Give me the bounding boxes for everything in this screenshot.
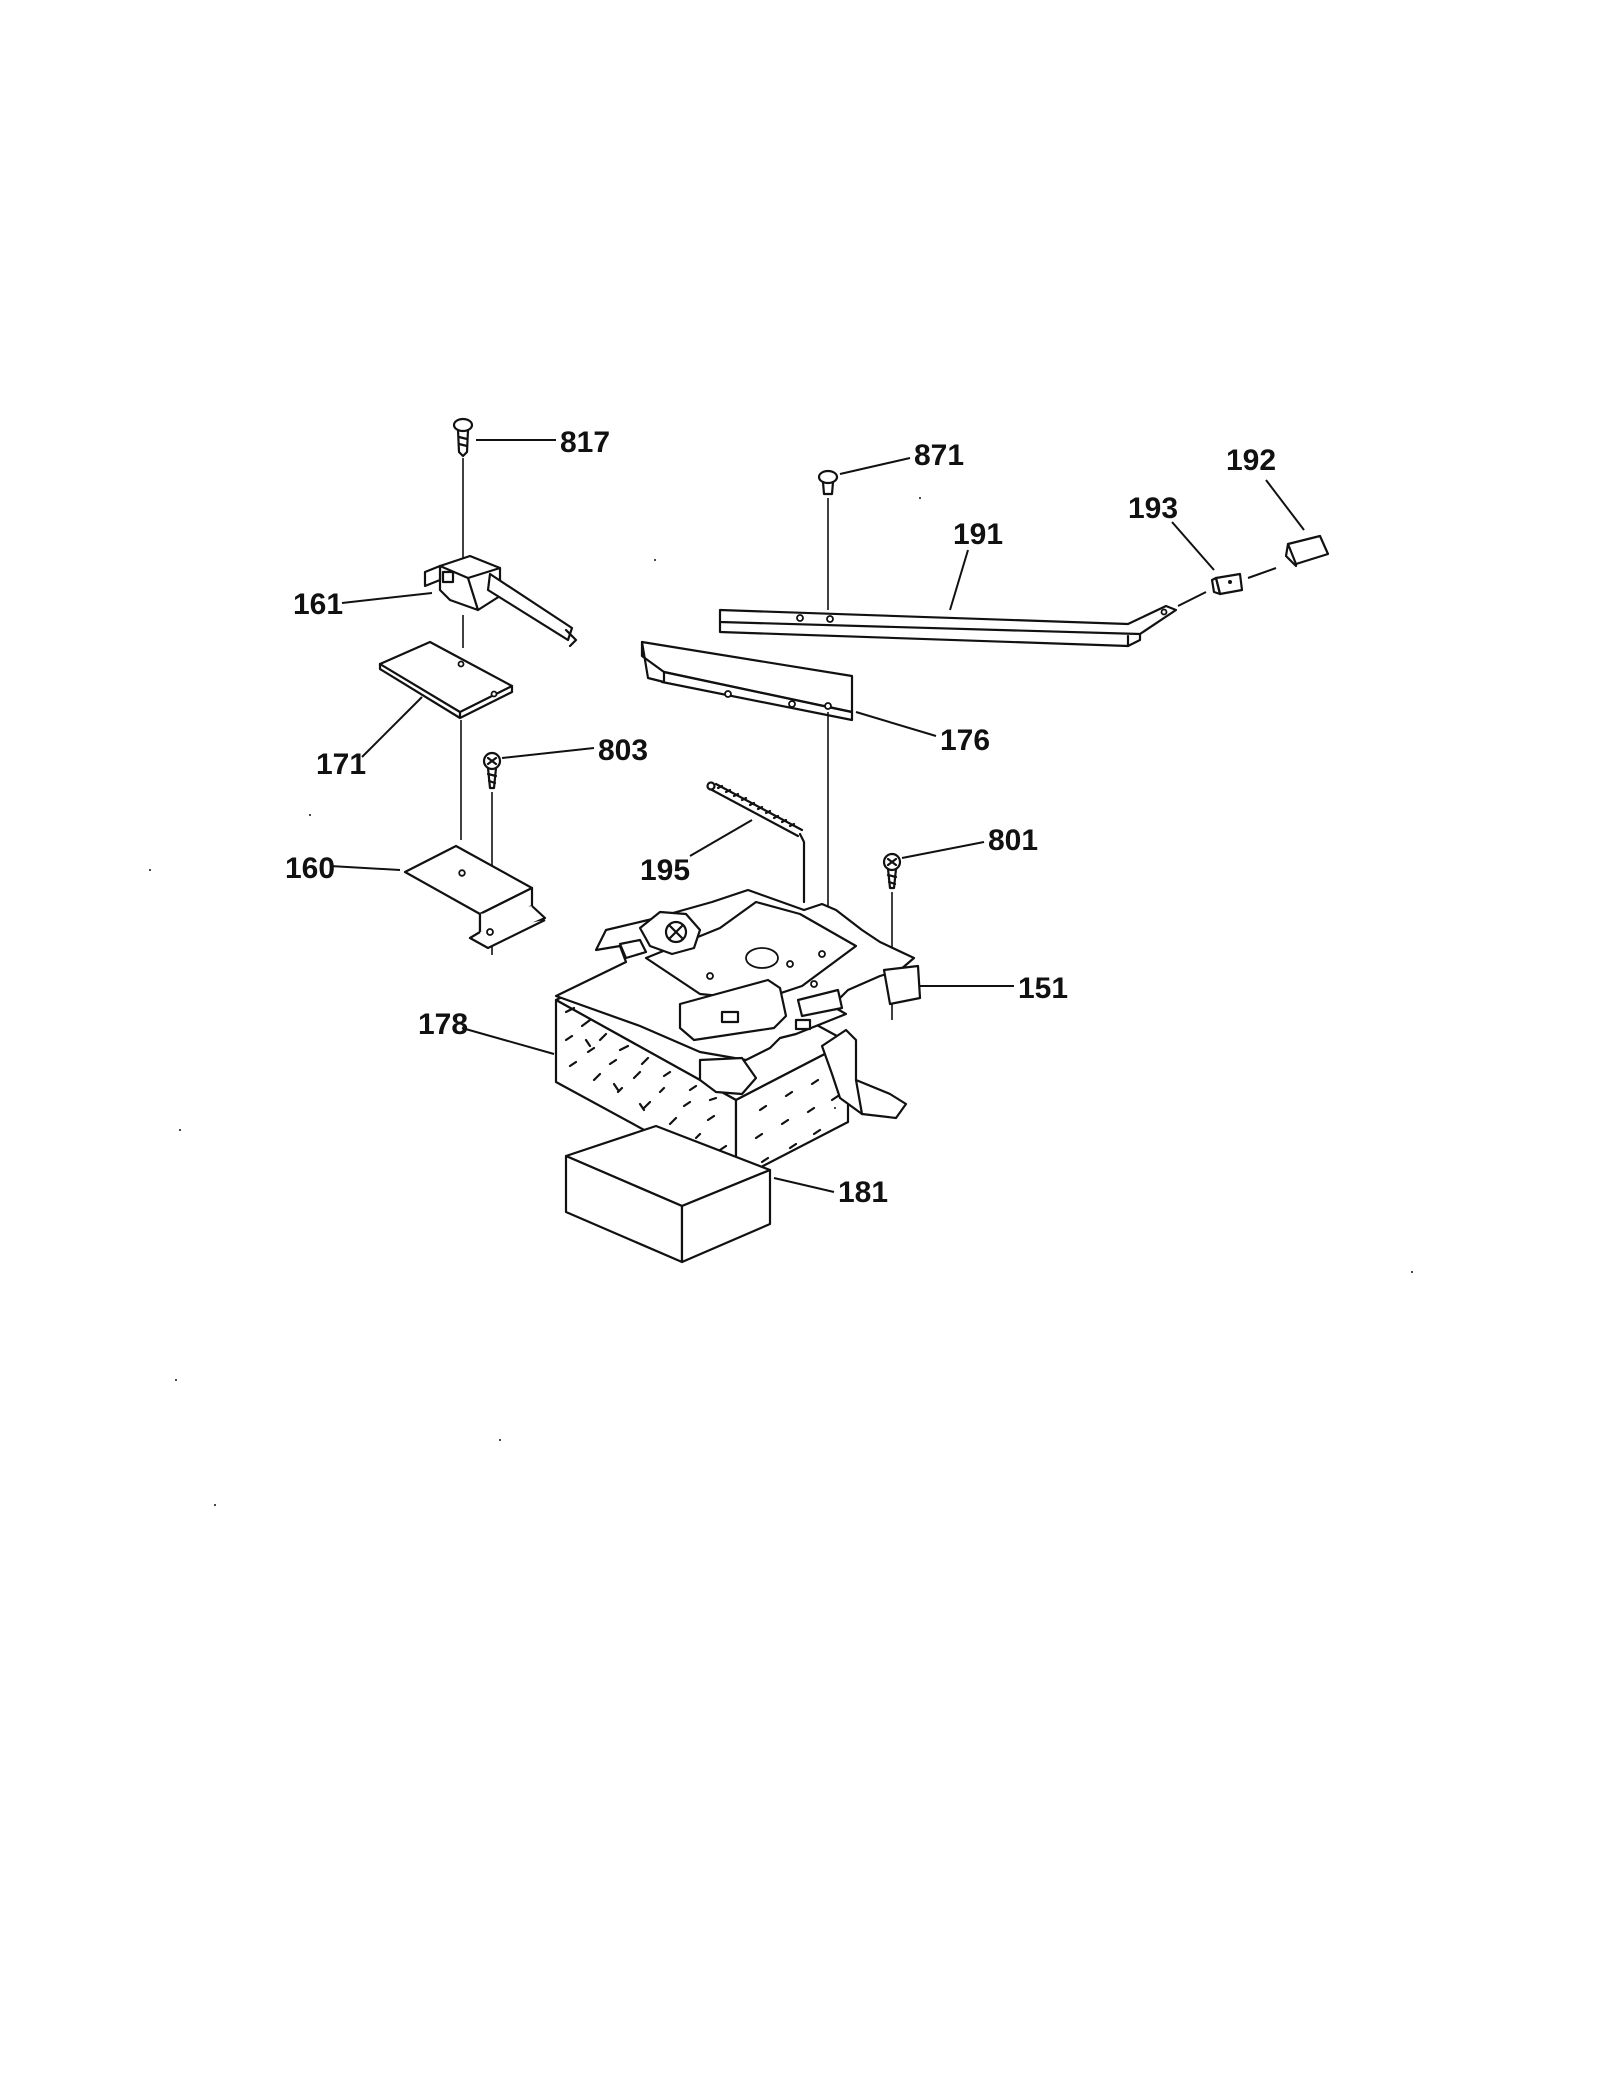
leader-181 <box>773 1177 835 1193</box>
scan-specks <box>149 497 1413 1506</box>
callout-193: 193 <box>1128 492 1178 525</box>
part-192-cap <box>1284 534 1330 568</box>
leader-178 <box>461 1027 555 1055</box>
part-191-lever <box>718 604 1178 648</box>
part-871-screw <box>817 469 839 496</box>
part-817-screw <box>452 417 474 458</box>
leader-171 <box>361 696 423 758</box>
callout-161: 161 <box>293 588 343 621</box>
part-171-insulator <box>378 640 514 720</box>
leader-176 <box>855 711 937 737</box>
leader-193 <box>1171 521 1215 571</box>
part-160-bracket <box>403 844 547 950</box>
callout-803: 803 <box>598 734 648 767</box>
callout-801: 801 <box>988 824 1038 857</box>
leader-161 <box>341 592 433 604</box>
part-181-box <box>564 1124 772 1264</box>
leader-803 <box>501 747 595 759</box>
callout-178: 178 <box>418 1008 468 1041</box>
callout-160: 160 <box>285 852 335 885</box>
callout-151: 151 <box>1018 972 1068 1005</box>
leader-801 <box>901 841 985 859</box>
leader-871 <box>839 457 911 475</box>
part-195-spring <box>706 781 806 904</box>
callout-171: 171 <box>316 748 366 781</box>
part-801-screw <box>882 852 902 890</box>
callout-817: 817 <box>560 426 610 459</box>
leader-160 <box>329 865 401 871</box>
leader-195 <box>689 819 753 857</box>
part-193-clip <box>1210 572 1244 596</box>
callout-195: 195 <box>640 854 690 887</box>
callout-181: 181 <box>838 1176 888 1209</box>
part-161-switch <box>423 554 578 648</box>
callout-176: 176 <box>940 724 990 757</box>
leader-193b <box>1247 567 1277 579</box>
callout-871: 871 <box>914 439 964 472</box>
part-803-screw <box>482 751 502 790</box>
leader-193a <box>1177 591 1207 607</box>
leader-192 <box>1265 479 1305 531</box>
callout-192: 192 <box>1226 444 1276 477</box>
leader-191 <box>949 549 969 611</box>
callout-191: 191 <box>953 518 1003 551</box>
part-176-bracket <box>640 640 854 722</box>
part-151-latch-body <box>554 888 922 1120</box>
